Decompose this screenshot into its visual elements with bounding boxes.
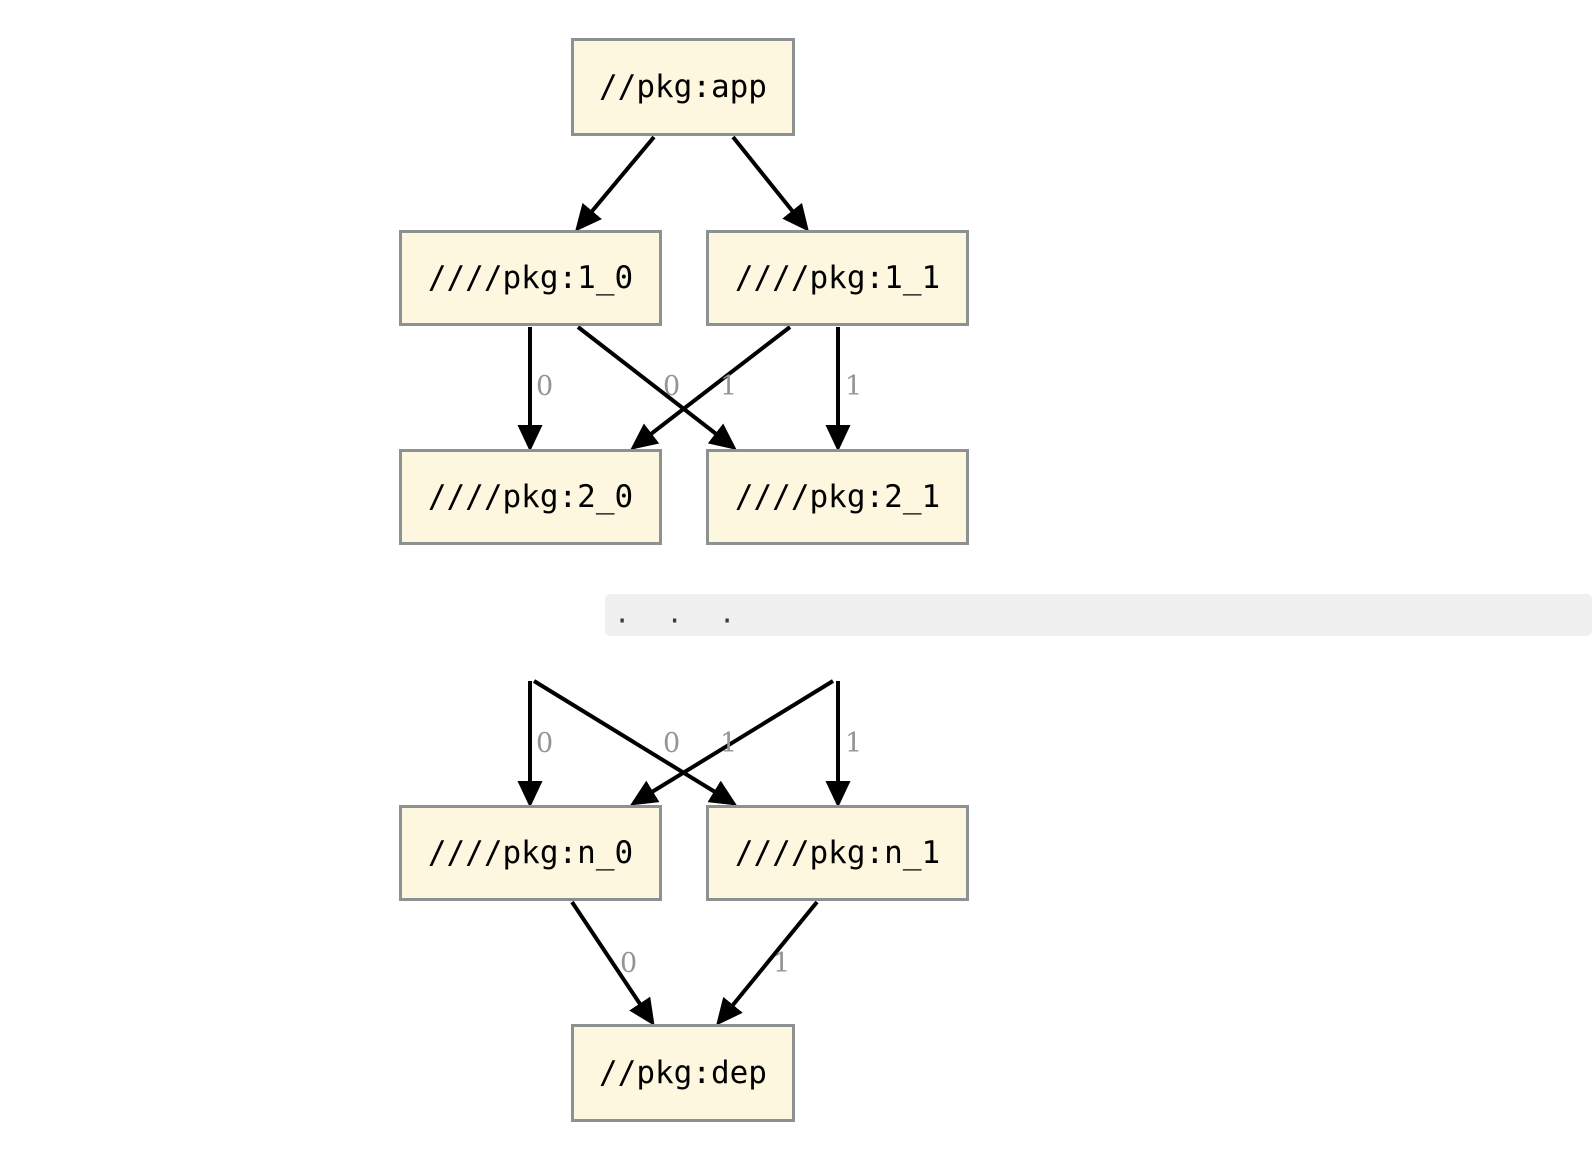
node-app[interactable]: //pkg:app [571,38,795,136]
edge-label-1_1-to-2_0: 1 [720,371,738,402]
ellipsis-band: · · · [605,594,1592,636]
edge-n_0-to-dep [570,900,655,1026]
node-l1_0[interactable]: ////pkg:1_0 [399,230,662,326]
edge-1_0-to-2_1 [576,325,737,450]
edge-app-to-1_0 [575,135,656,232]
edge-label-dangling-cross-n_0: 1 [720,728,738,759]
node-ln_0[interactable]: ////pkg:n_0 [399,805,662,901]
edge-n_1-to-dep [716,900,819,1026]
ellipsis-dots: · · · [614,606,746,637]
node-l2_1[interactable]: ////pkg:2_1 [706,449,969,545]
edge-dangling-to-n_1 [532,679,737,806]
edge-label-dangling-to-n_1: 0 [663,728,681,759]
edge-label-n_0-to-dep: 0 [620,948,638,979]
edge-dangling-cross-n_0 [630,679,835,806]
edge-label-dangling-to-n_0: 0 [536,728,554,759]
node-l1_1[interactable]: ////pkg:1_1 [706,230,969,326]
edge-label-dangling-cross-n_1: 1 [845,728,863,759]
node-ln_1[interactable]: ////pkg:n_1 [706,805,969,901]
edge-label-1_0-to-2_0: 0 [536,371,554,402]
edge-label-n_1-to-dep: 1 [773,948,791,979]
edge-paths [517,135,851,1026]
edge-1_1-to-2_0 [630,325,792,450]
node-dep[interactable]: //pkg:dep [571,1024,795,1122]
edge-label-1_1-to-2_1: 1 [845,371,863,402]
edge-app-to-1_1 [731,135,809,232]
node-l2_0[interactable]: ////pkg:2_0 [399,449,662,545]
edge-label-1_0-to-2_1: 0 [663,371,681,402]
